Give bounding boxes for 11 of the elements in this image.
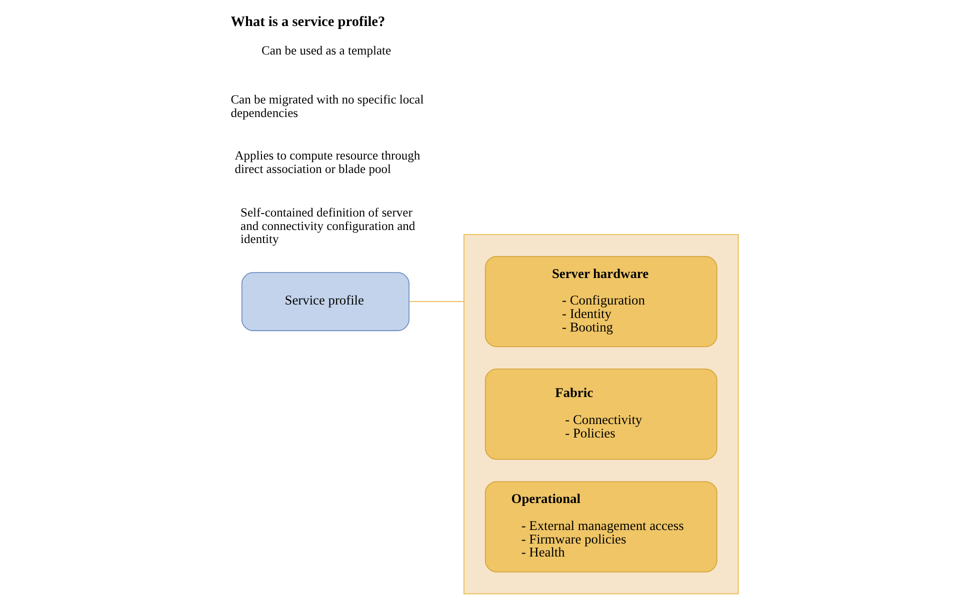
node-box: Operational - External management access - Firmware policies - Health: [484, 481, 718, 572]
connector: [408, 301, 464, 302]
label: Can be used as a template: [262, 44, 392, 58]
diagram-title: What is a service profile?: [230, 14, 386, 30]
node-box: Service profile: [241, 272, 410, 332]
label: Can be migrated with no specific local dependencies: [230, 92, 424, 120]
label: Applies to compute resource through direct association or blade pool: [234, 148, 420, 176]
label: Self-contained definition of server and connectivity configuration and identity: [240, 205, 416, 246]
cluster: [464, 234, 739, 594]
node-box: Server hardware - Configuration - Identity - Booting: [484, 256, 718, 348]
node-box: Fabric - Connectivity - Policies: [484, 368, 718, 460]
